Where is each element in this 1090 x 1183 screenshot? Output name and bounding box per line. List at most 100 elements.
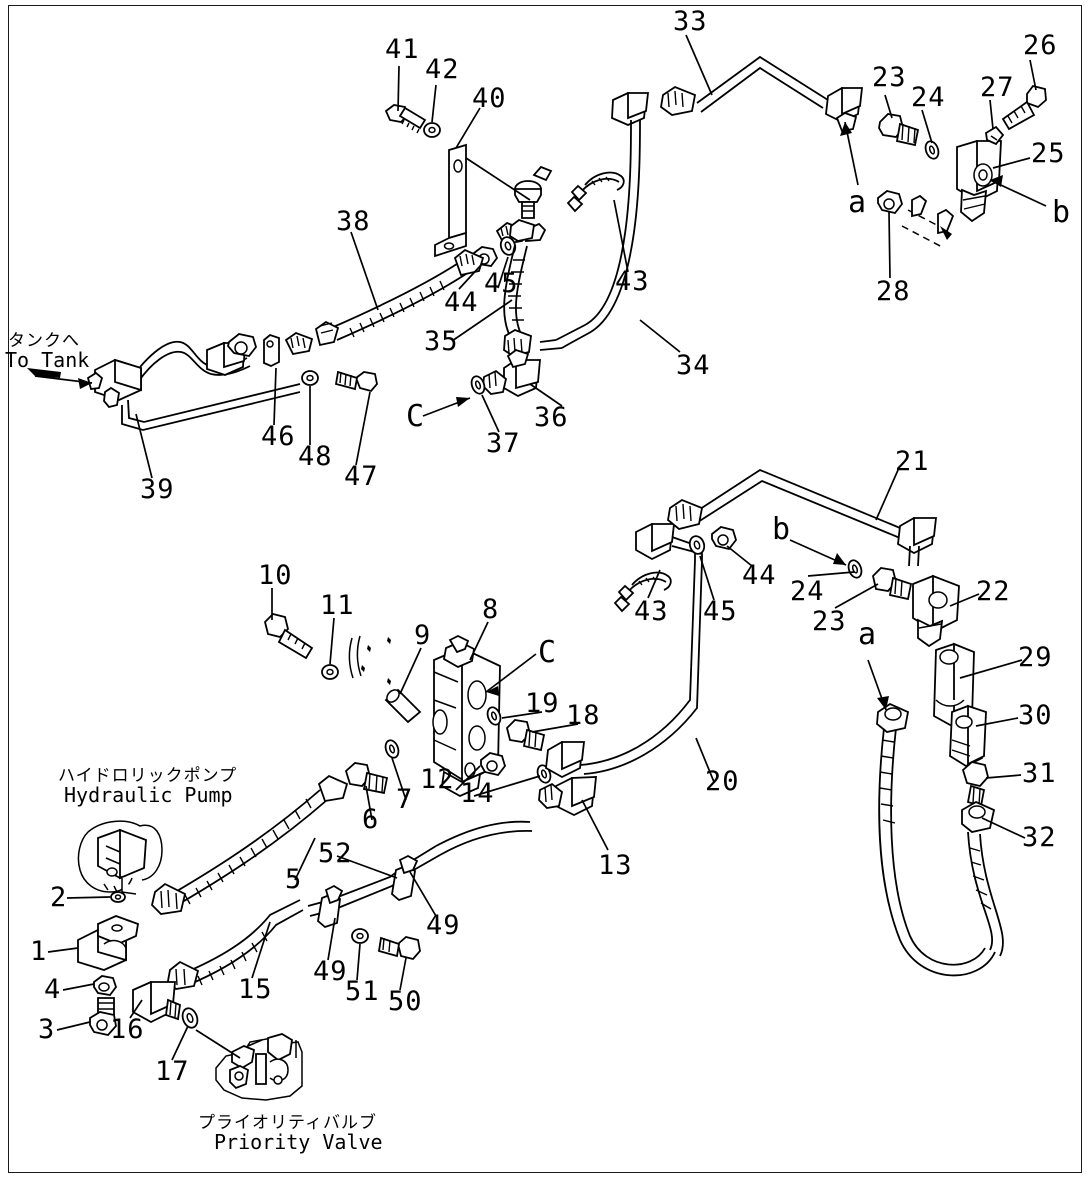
callout-24-top: 24 bbox=[911, 82, 946, 113]
part-15-hose bbox=[167, 899, 304, 990]
callout-33: 33 bbox=[673, 6, 708, 37]
callout-29: 29 bbox=[1018, 642, 1053, 673]
to-tank-label-jp: タンクへ bbox=[8, 331, 80, 351]
part-32-hose bbox=[961, 800, 1004, 957]
part-5-hose bbox=[151, 774, 349, 915]
callout-15: 15 bbox=[238, 974, 273, 1005]
callout-23-mid: 23 bbox=[812, 606, 847, 637]
part-1-connector bbox=[77, 915, 140, 971]
leader-lines bbox=[47, 34, 1037, 1061]
callout-13: 13 bbox=[598, 850, 633, 881]
ref-marker-b-top: b bbox=[1052, 195, 1072, 230]
callout-40: 40 bbox=[472, 83, 507, 114]
part-44-nut-mid bbox=[711, 526, 737, 551]
callout-49-right: 49 bbox=[426, 910, 461, 941]
callout-39: 39 bbox=[140, 474, 175, 505]
callout-45-top: 45 bbox=[484, 268, 519, 299]
part-26-bolt-top bbox=[1001, 84, 1047, 131]
callout-11: 11 bbox=[320, 590, 355, 621]
callout-43-top: 43 bbox=[615, 266, 650, 297]
part-6-plug bbox=[344, 762, 389, 795]
callout-43-mid: 43 bbox=[634, 596, 669, 627]
callout-9: 9 bbox=[414, 620, 432, 651]
part-52-49-tube bbox=[307, 820, 533, 929]
callout-37: 37 bbox=[486, 428, 521, 459]
part-36-elbow bbox=[482, 348, 541, 398]
callout-49-left: 49 bbox=[313, 956, 348, 987]
callout-26: 26 bbox=[1023, 30, 1058, 61]
part-23-plug-top bbox=[878, 113, 920, 147]
part-8-valve-block bbox=[432, 634, 501, 798]
callout-30: 30 bbox=[1018, 700, 1053, 731]
callout-12: 12 bbox=[420, 764, 455, 795]
part-31-fitting bbox=[961, 761, 989, 808]
callout-21: 21 bbox=[895, 446, 930, 477]
callout-38: 38 bbox=[336, 206, 371, 237]
part-25-valve-top bbox=[956, 140, 1002, 223]
callout-20: 20 bbox=[705, 766, 740, 797]
part-22-valve-mid bbox=[912, 574, 960, 648]
ref-marker-a-mid: a bbox=[858, 617, 878, 652]
callout-4: 4 bbox=[44, 974, 62, 1005]
diagram-frame bbox=[8, 5, 1082, 1173]
part-18-plug bbox=[506, 719, 546, 752]
part-35-hose bbox=[503, 218, 536, 357]
part-48-washer bbox=[301, 370, 319, 386]
callout-18: 18 bbox=[566, 700, 601, 731]
part-11-washer bbox=[321, 664, 339, 680]
part-30-bushing bbox=[949, 704, 987, 768]
decorative-scraps bbox=[348, 635, 391, 685]
callout-42: 42 bbox=[425, 54, 460, 85]
hydraulic-pump-label-en: Hydraulic Pump bbox=[64, 783, 233, 807]
part-41-bolt bbox=[384, 104, 427, 134]
callout-47: 47 bbox=[344, 461, 379, 492]
part-43-clamp-top bbox=[566, 171, 625, 213]
part-45-oring-top bbox=[499, 236, 517, 256]
callout-31: 31 bbox=[1022, 758, 1057, 789]
callout-6: 6 bbox=[362, 804, 380, 835]
callout-17: 17 bbox=[155, 1056, 190, 1087]
ref-marker-b-mid: b bbox=[772, 512, 792, 547]
part-17-oring bbox=[181, 1007, 199, 1029]
callout-8: 8 bbox=[482, 594, 500, 625]
part-45-oring-mid bbox=[688, 535, 706, 555]
part-51-washer bbox=[351, 928, 369, 944]
ref-marker-c-top: C bbox=[406, 399, 426, 434]
callout-34: 34 bbox=[676, 350, 711, 381]
callout-2: 2 bbox=[50, 882, 68, 913]
callout-16: 16 bbox=[110, 1014, 145, 1045]
part-13-elbow bbox=[538, 776, 597, 817]
ref-arrow-c-top bbox=[422, 397, 471, 417]
callout-44-mid: 44 bbox=[742, 560, 777, 591]
ref-arrow-a-top bbox=[840, 121, 859, 186]
part-24-oring-top bbox=[924, 140, 940, 160]
part-19-oring bbox=[486, 706, 502, 726]
part-16-elbow bbox=[132, 981, 181, 1024]
callout-3: 3 bbox=[38, 1014, 56, 1045]
part-40-bracket bbox=[434, 143, 467, 258]
part-21-tube bbox=[667, 468, 938, 567]
part-a-hose-loop bbox=[876, 702, 996, 977]
part-29-sleeve bbox=[933, 642, 975, 728]
hydraulic-pump-sketch bbox=[77, 820, 163, 895]
part-9-pin bbox=[384, 688, 422, 724]
callout-23-top: 23 bbox=[872, 62, 907, 93]
part-28-nut-top bbox=[877, 190, 903, 215]
part-20-tube bbox=[545, 523, 703, 779]
part-4-nut bbox=[93, 975, 118, 996]
part-38-hose bbox=[314, 248, 485, 347]
callout-5: 5 bbox=[285, 864, 303, 895]
priority-valve-label-en: Priority Valve bbox=[214, 1130, 383, 1154]
part-37-oring bbox=[470, 375, 486, 395]
callout-44-top: 44 bbox=[444, 287, 479, 318]
callout-10: 10 bbox=[258, 560, 293, 591]
ref-arrow-to-tank bbox=[27, 368, 93, 389]
priority-valve-sketch bbox=[215, 1033, 303, 1101]
callout-50: 50 bbox=[388, 986, 423, 1017]
part-3-bolt bbox=[89, 997, 117, 1036]
callout-14: 14 bbox=[460, 778, 495, 809]
callout-45-mid: 45 bbox=[703, 596, 738, 627]
callout-48: 48 bbox=[298, 441, 333, 472]
part-50-bolt bbox=[377, 936, 421, 961]
